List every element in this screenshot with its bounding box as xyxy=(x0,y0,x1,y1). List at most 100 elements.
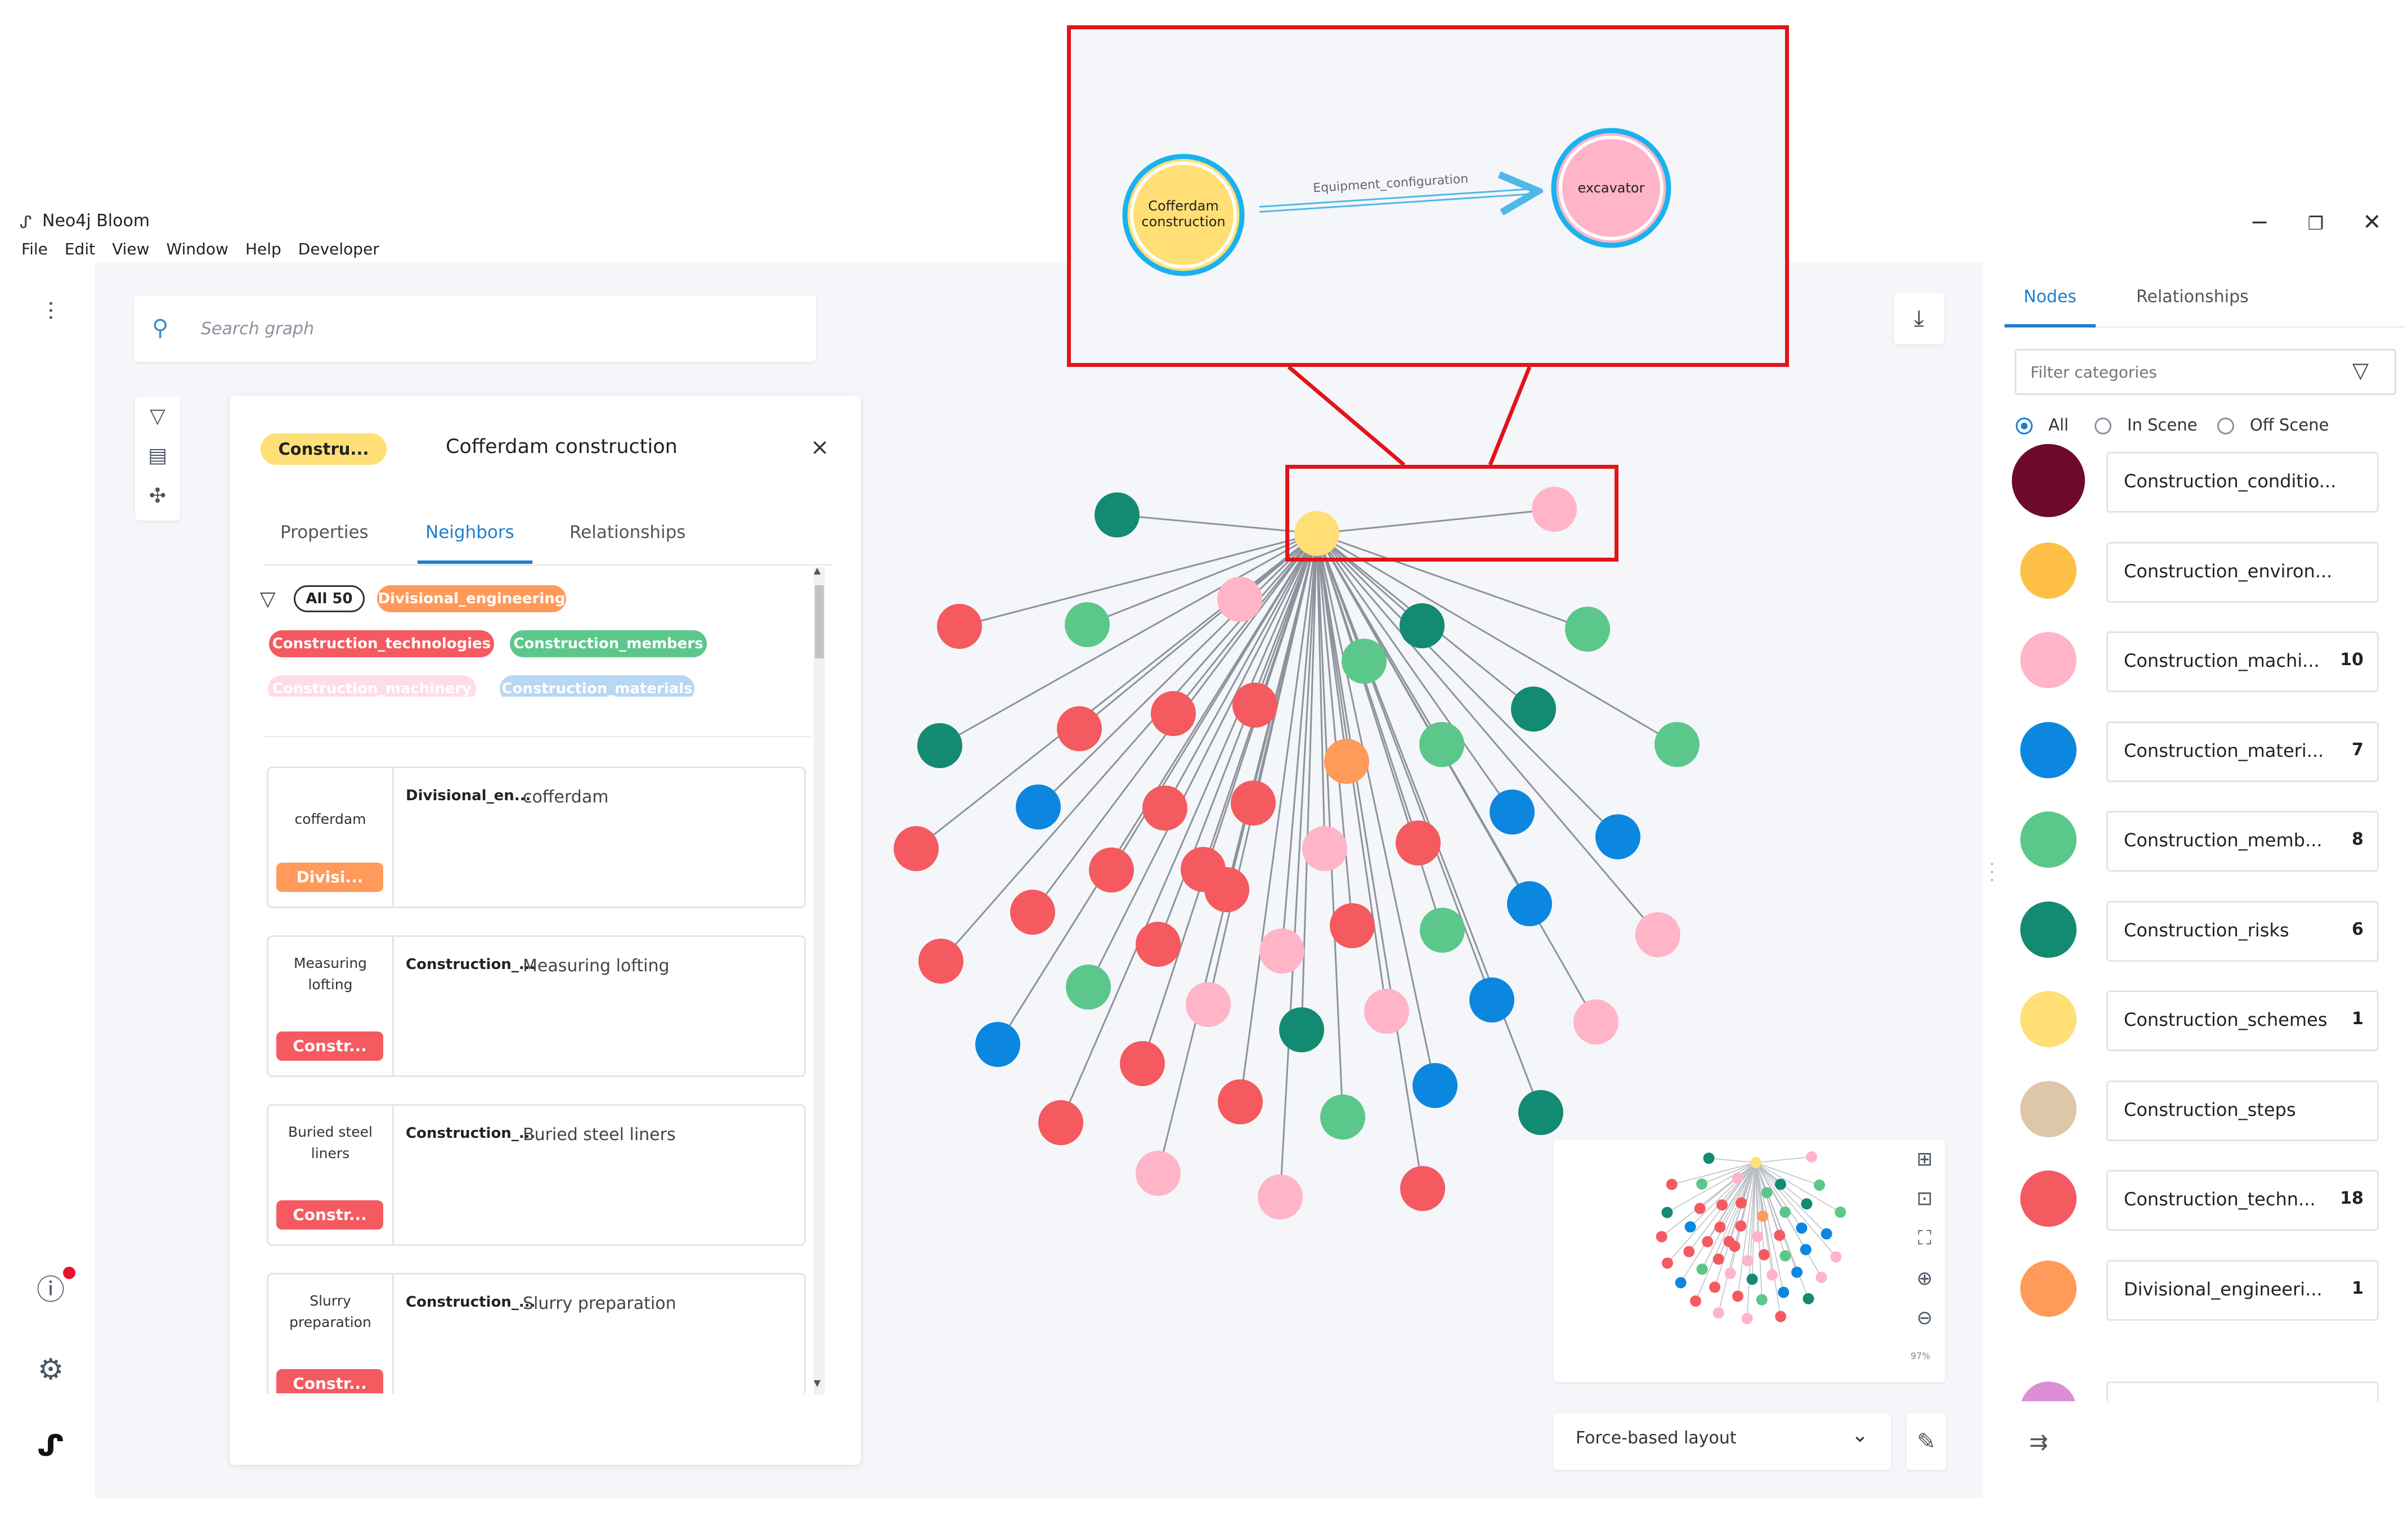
category-item[interactable]: Construction_memb...8 xyxy=(2106,811,2379,872)
graph-edge[interactable] xyxy=(1316,508,1555,535)
chip-construction-machinery[interactable]: Construction_machinery 10 xyxy=(268,675,476,697)
filter-icon[interactable]: ▽ xyxy=(150,405,165,428)
rules-icon[interactable]: ✣ xyxy=(149,485,167,508)
chip-all[interactable]: All 50 xyxy=(294,585,365,612)
graph-node[interactable] xyxy=(1635,912,1680,957)
graph-node[interactable] xyxy=(1565,607,1610,652)
graph-node[interactable] xyxy=(1324,739,1369,784)
radio-in-scene[interactable] xyxy=(2095,418,2111,434)
category-item[interactable]: Construction_steps xyxy=(2106,1080,2379,1141)
graph-node[interactable] xyxy=(1419,722,1464,767)
category-badge[interactable]: Constru... xyxy=(261,433,387,465)
tab-relationships[interactable]: Relationships xyxy=(570,522,686,542)
graph-node[interactable] xyxy=(1490,790,1535,835)
graph-edge[interactable] xyxy=(1079,532,1317,730)
graph-node[interactable] xyxy=(1057,706,1102,751)
graph-edge[interactable] xyxy=(1316,533,1436,1086)
category-color-dot[interactable] xyxy=(2020,1260,2077,1317)
graph-edge[interactable] xyxy=(1116,514,1317,535)
graph-edge[interactable] xyxy=(1316,533,1344,1118)
graph-node[interactable] xyxy=(894,826,939,871)
graph-node[interactable] xyxy=(1136,922,1181,967)
graph-node[interactable] xyxy=(1400,603,1445,648)
graph-node[interactable] xyxy=(1469,977,1514,1022)
chip-divisional-engineering[interactable]: Divisional_engineering 1 xyxy=(377,585,566,634)
graph-edge[interactable] xyxy=(1316,533,1513,813)
graph-node[interactable] xyxy=(1217,577,1262,622)
presentation-icon[interactable]: ⊡ xyxy=(1916,1187,1933,1210)
graph-node[interactable] xyxy=(1507,881,1552,926)
menu-edit[interactable]: Edit xyxy=(64,240,96,258)
scrollbar[interactable] xyxy=(814,567,825,1394)
graph-edge[interactable] xyxy=(1316,532,1619,838)
graph-node[interactable] xyxy=(1065,602,1110,647)
graph-node[interactable] xyxy=(1066,965,1111,1010)
filter-categories-input[interactable] xyxy=(2029,360,2347,384)
category-item[interactable]: Construction_materi...7 xyxy=(2106,721,2379,782)
graph-node[interactable] xyxy=(1151,691,1196,736)
graph-node[interactable] xyxy=(1518,1090,1563,1135)
neo4j-home-icon[interactable]: ᔑ xyxy=(37,1429,64,1463)
graph-node[interactable] xyxy=(1120,1041,1165,1086)
neighbor-badge[interactable]: Constr... xyxy=(276,1031,383,1061)
category-color-dot[interactable] xyxy=(2020,1170,2077,1227)
category-color-dot[interactable] xyxy=(2012,444,2085,517)
graph-edge[interactable] xyxy=(1316,533,1424,1189)
menu-help[interactable]: Help xyxy=(245,240,281,258)
graph-edge[interactable] xyxy=(1301,533,1318,1030)
chip-construction-members[interactable]: Construction_members 8 xyxy=(510,630,707,679)
fit-screen-icon[interactable]: ⛶ xyxy=(1918,1227,1931,1249)
list-item[interactable]: Measuring lofting Constr... Construction… xyxy=(267,935,806,1077)
close-icon[interactable]: × xyxy=(810,434,829,460)
graph-node[interactable] xyxy=(1654,722,1699,767)
chevron-down-icon[interactable]: ⌄ xyxy=(1851,1424,1869,1447)
graph-node[interactable] xyxy=(1142,786,1187,831)
layout-select[interactable] xyxy=(1553,1414,1891,1470)
graph-edge[interactable] xyxy=(1316,533,1597,1022)
graph-edge[interactable] xyxy=(1087,533,1318,988)
gear-icon[interactable]: ⚙ xyxy=(37,1353,64,1387)
graph-node[interactable] xyxy=(1330,903,1375,948)
graph-edge[interactable] xyxy=(1316,533,1326,849)
category-item[interactable]: Construction_techn...18 xyxy=(2106,1170,2379,1231)
category-color-dot[interactable] xyxy=(2020,811,2077,868)
drag-handle-icon[interactable]: ··· xyxy=(1989,855,1995,890)
chart-icon[interactable]: ▤ xyxy=(147,444,167,467)
neighbor-badge[interactable]: Divisi... xyxy=(276,863,383,892)
list-item[interactable]: cofferdam Divisi... Divisional_en... cof… xyxy=(267,766,806,908)
graph-node[interactable] xyxy=(1038,1100,1083,1145)
menu-window[interactable]: Window xyxy=(166,240,228,258)
graph-node[interactable] xyxy=(1232,683,1277,728)
graph-edge[interactable] xyxy=(1087,532,1317,626)
scroll-up-icon[interactable]: ▲ xyxy=(814,565,821,576)
graph-edge[interactable] xyxy=(1316,532,1423,627)
graph-edge[interactable] xyxy=(1164,533,1318,809)
category-color-dot[interactable] xyxy=(2020,542,2077,599)
graph-edge[interactable] xyxy=(1281,533,1318,952)
graph-node[interactable] xyxy=(917,723,962,768)
graph-node[interactable] xyxy=(1364,989,1409,1034)
close-window-button[interactable]: ✕ xyxy=(2362,209,2382,235)
neighbor-badge[interactable]: Constr... xyxy=(276,1369,383,1393)
category-color-dot[interactable] xyxy=(2020,901,2077,958)
category-item[interactable] xyxy=(2106,1382,2379,1401)
category-item[interactable]: Construction_machi...10 xyxy=(2106,631,2379,692)
graph-node[interactable] xyxy=(1595,814,1640,859)
graph-edge[interactable] xyxy=(1316,533,1353,926)
graph-node[interactable] xyxy=(1231,781,1276,826)
restore-button[interactable]: ❐ xyxy=(2307,213,2324,234)
graph-edge[interactable] xyxy=(1316,533,1659,935)
tab-neighbors[interactable]: Neighbors xyxy=(425,522,514,542)
graph-node[interactable] xyxy=(1302,826,1347,871)
minimize-button[interactable]: − xyxy=(2250,209,2269,235)
chip-construction-technologies[interactable]: Construction_technologies 18 xyxy=(269,630,494,679)
map-icon[interactable]: ⊞ xyxy=(1916,1148,1933,1170)
graph-node[interactable] xyxy=(1400,1166,1445,1211)
graph-node[interactable] xyxy=(1396,820,1441,865)
sliders-icon[interactable]: ⫶ xyxy=(47,298,54,326)
graph-node[interactable] xyxy=(975,1022,1020,1067)
graph-edge[interactable] xyxy=(1207,533,1318,1005)
graph-node[interactable] xyxy=(1320,1095,1365,1140)
graph-node[interactable] xyxy=(937,604,982,649)
